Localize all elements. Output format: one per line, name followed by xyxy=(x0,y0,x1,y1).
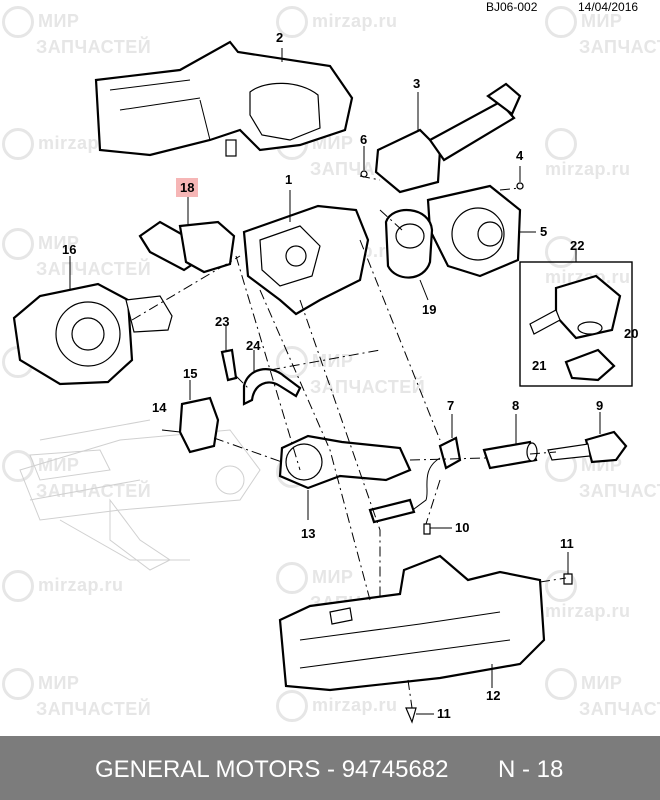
callout-11-bottom: 11 xyxy=(437,706,451,721)
part-2-upper-cover xyxy=(94,40,354,157)
steering-column-ghost xyxy=(19,419,261,571)
watermark-logo-icon xyxy=(276,690,308,722)
callout-15: 15 xyxy=(183,366,198,381)
callout-23: 23 xyxy=(215,314,230,329)
callout-7: 7 xyxy=(447,398,455,413)
callout-9: 9 xyxy=(596,398,604,413)
part-11-screws xyxy=(405,552,573,724)
watermark-logo-icon xyxy=(2,228,34,260)
watermark: mirzap.ru xyxy=(276,6,398,38)
watermark-logo-icon xyxy=(545,128,577,160)
footer-page-number: N - 18 xyxy=(498,756,564,783)
callout-22: 22 xyxy=(570,238,585,253)
watermark: mirzap.ru xyxy=(545,570,660,620)
callout-1: 1 xyxy=(285,172,293,187)
part-18-turn-signal-lever xyxy=(138,196,236,274)
callout-24: 24 xyxy=(246,338,261,353)
part-8-lock-cylinder xyxy=(482,414,538,470)
part-12-lower-cover xyxy=(278,554,546,692)
callout-21: 21 xyxy=(532,358,547,373)
watermark: mirzap.ru xyxy=(276,690,398,722)
callout-13: 13 xyxy=(301,526,316,541)
watermark-logo-icon xyxy=(545,6,577,38)
watermark: mirzap.ru xyxy=(545,128,660,178)
part-24-bracket xyxy=(242,350,302,406)
callout-4: 4 xyxy=(516,148,524,163)
callout-11-top: 11 xyxy=(560,536,574,551)
callout-5: 5 xyxy=(540,224,548,239)
part-3-wiper-switch xyxy=(374,82,522,194)
part-9-key xyxy=(547,412,628,464)
callout-8: 8 xyxy=(512,398,520,413)
footer-title: GENERAL MOTORS - 94745682 xyxy=(95,756,449,783)
callout-18-highlighted: 18 xyxy=(176,178,199,197)
watermark-logo-icon xyxy=(545,570,577,602)
callout-14: 14 xyxy=(152,400,167,415)
callout-10: 10 xyxy=(455,520,470,535)
part-22-key-fob-box xyxy=(519,250,633,387)
watermark-logo-icon xyxy=(2,570,34,602)
watermark-logo-icon xyxy=(276,346,308,378)
callout-6: 6 xyxy=(360,132,368,147)
part-16-clock-spring xyxy=(12,256,173,386)
callout-12: 12 xyxy=(486,688,501,703)
watermark-logo-icon xyxy=(2,668,34,700)
part-19-ring xyxy=(384,209,434,301)
assembly-lines xyxy=(131,175,567,709)
callout-20: 20 xyxy=(624,326,639,341)
diagram-date: 14/04/2016 xyxy=(578,0,639,14)
watermark-logo-icon xyxy=(2,128,34,160)
watermark: mirzap.ru xyxy=(2,570,124,602)
watermark-logo-icon xyxy=(276,562,308,594)
callout-2: 2 xyxy=(276,30,284,45)
exploded-view-drawing xyxy=(12,40,633,724)
watermark-logo-icon xyxy=(545,668,577,700)
callout-3: 3 xyxy=(413,76,421,91)
footer-bar: GENERAL MOTORS - 94745682 N - 18 xyxy=(0,736,660,800)
part-5-clock-spring xyxy=(426,166,536,278)
watermark-logo-icon xyxy=(2,6,34,38)
part-7-sensor xyxy=(368,414,462,535)
callout-19: 19 xyxy=(422,302,437,317)
callout-16: 16 xyxy=(62,242,77,257)
diagram-code: BJ06-002 xyxy=(486,0,538,14)
watermark-logo-icon xyxy=(276,6,308,38)
part-23-socket xyxy=(220,326,238,382)
part-15-ignition-switch xyxy=(161,380,220,454)
part-1-switch-housing xyxy=(242,190,370,316)
